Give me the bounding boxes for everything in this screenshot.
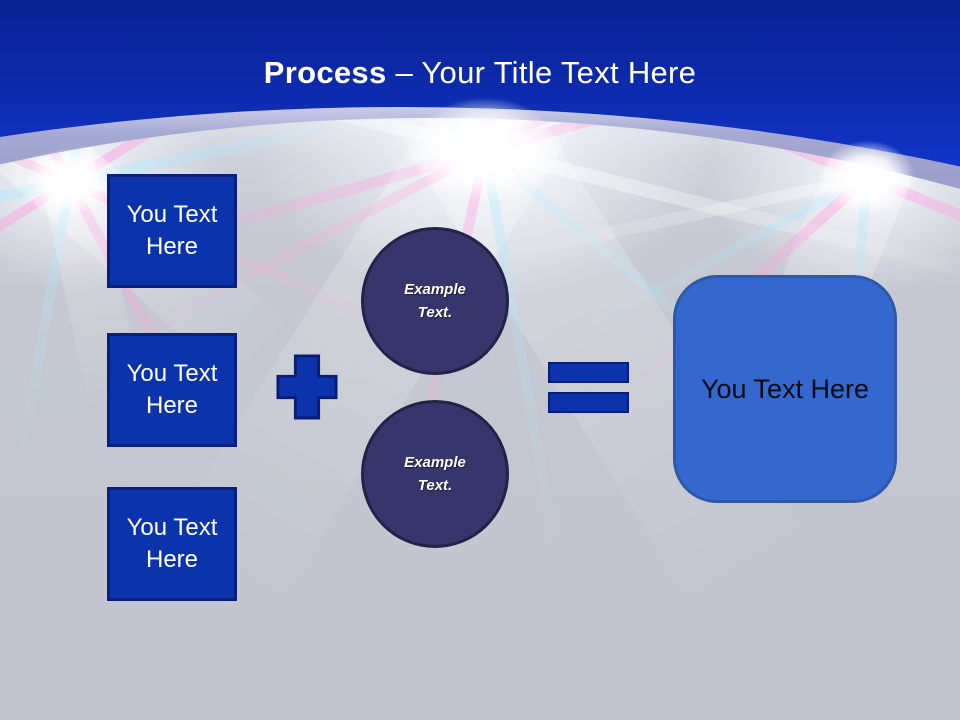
- input-box-3[interactable]: You Text Here: [107, 487, 237, 601]
- example-circle-2[interactable]: Example Text.: [361, 400, 509, 548]
- result-box[interactable]: You Text Here: [673, 275, 897, 503]
- input-box-1-label: You Text Here: [126, 201, 218, 260]
- input-box-1[interactable]: You Text Here: [107, 174, 237, 288]
- example-circle-1-label: Example Text.: [404, 281, 466, 321]
- equals-icon[interactable]: [548, 362, 629, 383]
- slide-title-keyword: Process: [263, 55, 387, 90]
- slide-title-subtitle: – Your Title Text Here: [395, 55, 697, 90]
- flare-core: [385, 80, 585, 220]
- plus-icon[interactable]: [276, 354, 338, 420]
- example-circle-2-label: Example Text.: [404, 454, 466, 494]
- input-box-3-label: You Text Here: [126, 514, 218, 573]
- flare-core: [802, 128, 932, 228]
- input-box-2-label: You Text Here: [126, 360, 218, 419]
- input-box-2[interactable]: You Text Here: [107, 333, 237, 447]
- result-box-label: You Text Here: [700, 373, 870, 404]
- equals-icon[interactable]: [548, 392, 629, 413]
- example-circle-1[interactable]: Example Text.: [361, 227, 509, 375]
- slide-title[interactable]: Process– Your Title Text Here: [0, 54, 960, 92]
